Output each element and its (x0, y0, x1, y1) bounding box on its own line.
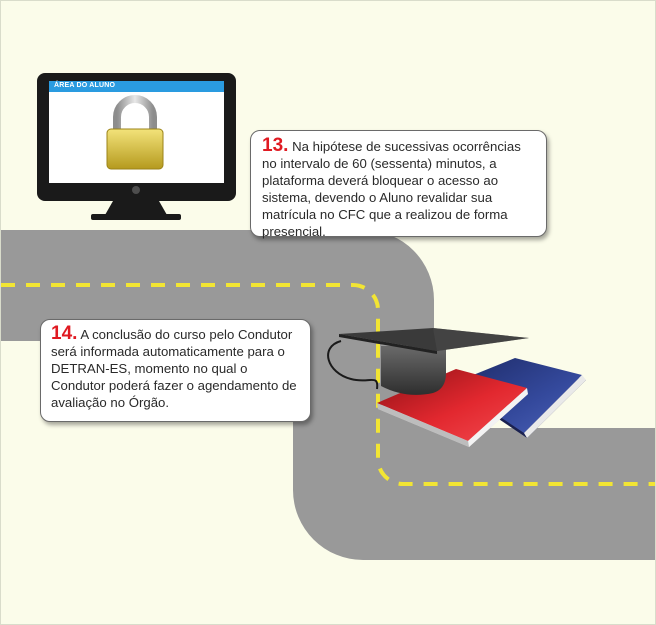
item-14-number: 14. (51, 323, 78, 344)
item-13-text: Na hipótese de sucessivas ocorrências no… (262, 139, 521, 239)
padlock-icon (106, 95, 164, 170)
item-14-callout: 14. A conclusão do curso pelo Condutor s… (40, 319, 311, 422)
item-13-number: 13. (262, 135, 289, 156)
road-lane-dashes (1, 283, 655, 486)
item-13-callout: 13. Na hipótese de sucessivas ocorrência… (250, 130, 547, 239)
monitor-header-label: ÁREA DO ALUNO (54, 82, 116, 89)
road (1, 230, 655, 560)
connector-wire (327, 340, 379, 390)
graduation-cap-icon (339, 328, 529, 395)
item-14-text: A conclusão do curso pelo Condutor será … (51, 327, 297, 410)
